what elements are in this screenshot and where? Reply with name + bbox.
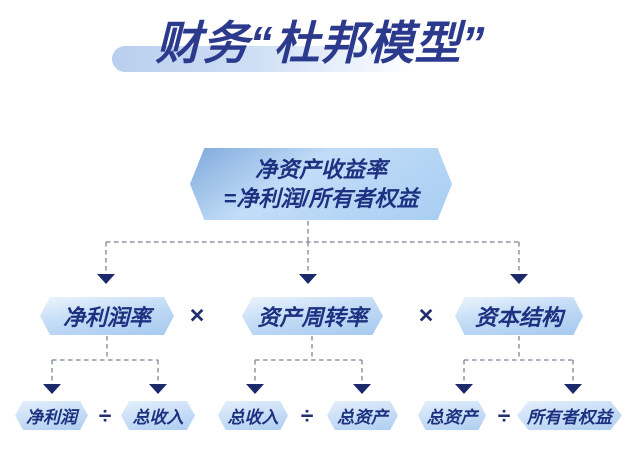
down-arrow-icon [564, 384, 582, 394]
roe-formula-box: 净资产收益率 =净利润/所有者权益 [190, 148, 452, 220]
factor-capital-structure: 资本结构 [455, 297, 583, 335]
multiply-sign: × [189, 301, 205, 330]
down-arrow-icon [43, 384, 61, 394]
title-area: 财务“杜邦模型” [0, 14, 641, 84]
breakdown2-denominator: 总资产 [327, 401, 398, 430]
down-arrow-icon [510, 274, 528, 284]
divide-sign: ÷ [300, 402, 314, 429]
down-arrow-icon [455, 384, 473, 394]
multiply-sign: × [418, 301, 434, 330]
breakdown2-numerator: 总收入 [218, 401, 288, 430]
breakdown1-denominator: 总收入 [121, 401, 195, 430]
down-arrow-icon [149, 384, 167, 394]
roe-formula-line1: 净资产收益率 [254, 157, 387, 182]
divide-sign: ÷ [98, 402, 112, 429]
divide-sign: ÷ [497, 402, 511, 429]
breakdown3-denominator: 所有者权益 [517, 401, 622, 430]
breakdown3-numerator: 总资产 [418, 401, 486, 430]
page-title: 财务“杜邦模型” [155, 17, 486, 69]
down-arrow-icon [246, 384, 264, 394]
down-arrow-icon [97, 274, 115, 284]
down-arrow-icon [299, 274, 317, 284]
down-arrow-icon [353, 384, 371, 394]
factor-asset-turnover: 资产周转率 [242, 297, 383, 335]
factor-net-profit-margin: 净利润率 [40, 297, 174, 335]
breakdown1-numerator: 净利润 [15, 401, 88, 430]
title-highlight-swoosh [112, 46, 434, 72]
roe-formula-line2: =净利润/所有者权益 [223, 186, 419, 211]
